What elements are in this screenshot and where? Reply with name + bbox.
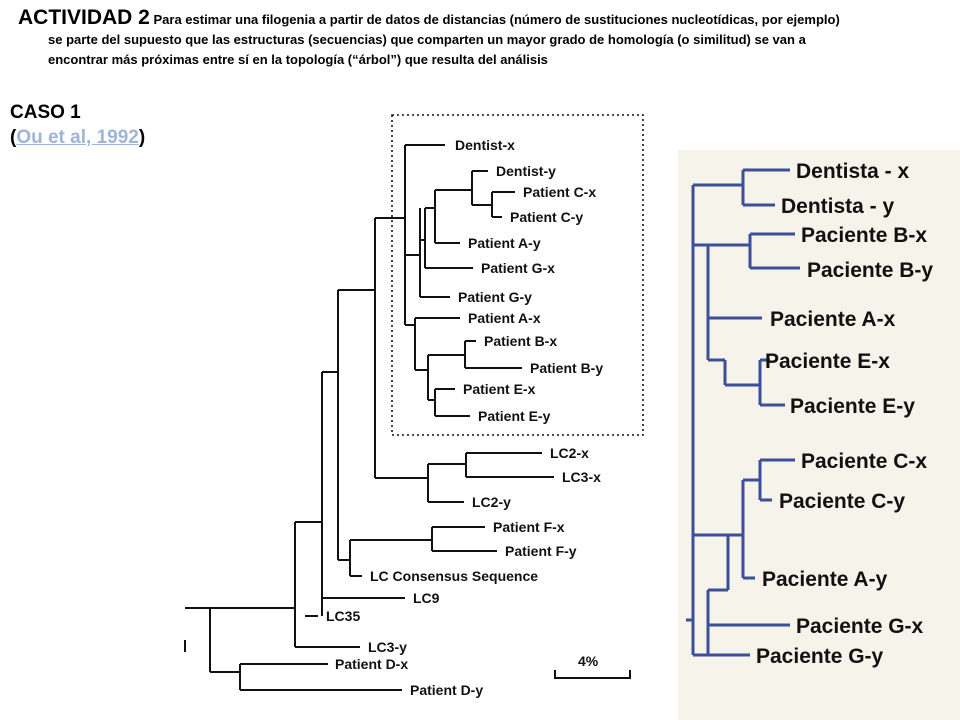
label-paciente-c-y: Paciente C-y	[779, 490, 905, 513]
label-patient-f-x: Patient F-x	[493, 519, 565, 535]
right-tree-labels: Dentista - x Dentista - y Paciente B-x P…	[756, 160, 933, 668]
label-dentist-x: Dentist-x	[455, 137, 515, 153]
label-patient-d-y: Patient D-y	[410, 682, 483, 698]
left-tree	[184, 114, 644, 691]
label-patient-f-y: Patient F-y	[505, 543, 577, 559]
label-lc3-y: LC3-y	[368, 639, 407, 655]
case-citation: (Ou et al, 1992)	[10, 125, 145, 150]
label-lc9: LC9	[413, 590, 440, 606]
header-text-3: encontrar más próximas entre sí en la to…	[48, 52, 548, 67]
activity-title: ACTIVIDAD 2	[18, 6, 150, 29]
label-patient-g-y: Patient G-y	[458, 289, 532, 305]
header-text-2: se parte del supuesto que las estructura…	[48, 32, 806, 47]
label-paciente-b-y: Paciente B-y	[807, 259, 933, 282]
scale-bar	[554, 670, 631, 679]
scale-bar-label: 4%	[578, 653, 599, 669]
label-patient-d-x: Patient D-x	[335, 656, 408, 672]
label-patient-b-y: Patient B-y	[530, 360, 603, 376]
label-patient-a-x: Patient A-x	[468, 310, 541, 326]
label-paciente-c-x: Paciente C-x	[801, 450, 927, 473]
label-patient-c-y: Patient C-y	[510, 209, 583, 225]
citation-link[interactable]: Ou et al, 1992	[16, 127, 139, 148]
right-tree	[686, 168, 800, 657]
label-patient-b-x: Patient B-x	[484, 333, 557, 349]
label-paciente-e-y: Paciente E-y	[790, 395, 915, 418]
label-lc2-y: LC2-y	[472, 494, 511, 510]
label-patient-g-x: Patient G-x	[481, 260, 555, 276]
label-dentista-x: Dentista - x	[796, 160, 910, 183]
label-paciente-a-x: Paciente A-x	[770, 308, 896, 331]
label-dentista-y: Dentista - y	[781, 195, 895, 218]
label-lc2-x: LC2-x	[550, 445, 589, 461]
label-paciente-e-x: Paciente E-x	[765, 350, 890, 373]
label-dentist-y: Dentist-y	[496, 163, 556, 179]
label-paciente-a-y: Paciente A-y	[762, 568, 888, 591]
case-title: CASO 1	[10, 102, 81, 123]
dental-clade-box	[391, 114, 644, 436]
header-line-1: ACTIVIDAD 2 Para estimar una filogenia a…	[18, 6, 948, 30]
label-patient-c-x: Patient C-x	[523, 184, 596, 200]
label-patient-a-y: Patient A-y	[468, 235, 541, 251]
citation-close-paren: )	[138, 127, 146, 148]
label-lc3-x: LC3-x	[562, 469, 601, 485]
left-tree-labels: Dentist-x Dentist-y Patient C-x Patient …	[326, 137, 603, 698]
label-patient-e-x: Patient E-x	[463, 381, 536, 397]
label-paciente-b-x: Paciente B-x	[801, 224, 927, 247]
citation-open-paren: (	[10, 127, 17, 148]
header-text-1: Para estimar una filogenia a partir de d…	[153, 12, 840, 27]
label-lc-consensus: LC Consensus Sequence	[370, 568, 538, 584]
label-patient-e-y: Patient E-y	[478, 408, 551, 424]
label-paciente-g-y: Paciente G-y	[756, 645, 884, 668]
activity-header: ACTIVIDAD 2 Para estimar una filogenia a…	[18, 6, 948, 70]
label-lc35: LC35	[326, 608, 360, 624]
label-paciente-g-x: Paciente G-x	[796, 615, 924, 638]
case-heading: CASO 1 (Ou et al, 1992)	[10, 100, 145, 150]
